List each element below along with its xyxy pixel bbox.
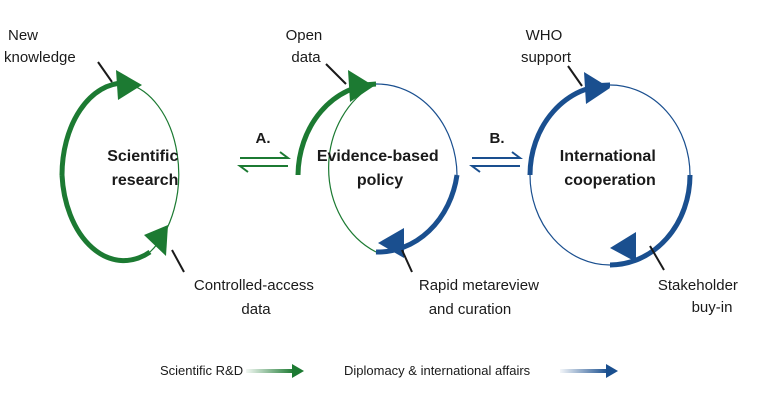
cycle-1-top-label: New knowledge bbox=[4, 27, 76, 66]
cycle-3-top-pointer bbox=[567, 65, 583, 87]
step-b-label: B. bbox=[490, 130, 505, 147]
cycle-2-left-arc bbox=[328, 83, 377, 253]
legend: Scientific R&D Diplomacy & international… bbox=[160, 363, 618, 378]
cycle-3-top-arrowhead bbox=[584, 72, 610, 104]
legend-blue-arrowhead bbox=[606, 364, 618, 378]
legend-item-scientific-rd: Scientific R&D bbox=[160, 363, 304, 378]
cycle-1-bottom-pointer bbox=[171, 249, 185, 273]
step-a-backward-arrow bbox=[237, 165, 288, 173]
cycle-1-bottom-arrowhead bbox=[144, 225, 168, 256]
legend-blue-label: Diplomacy & international affairs bbox=[344, 363, 531, 378]
cycle-1-top-arrowhead bbox=[116, 70, 142, 100]
cycle-1-top-pointer bbox=[97, 61, 113, 83]
cycle-2-bottom-arrowhead bbox=[378, 228, 404, 258]
step-b-backward-arrow bbox=[469, 165, 520, 173]
step-b-forward-arrow bbox=[472, 151, 523, 159]
cycle-3-bottom-arrowhead bbox=[610, 232, 636, 262]
cycle-2-bottom-pointer bbox=[401, 249, 413, 273]
cycle-3-bottom-arc bbox=[609, 174, 693, 268]
cycle-3-title: International cooperation bbox=[560, 148, 660, 189]
step-a-forward-arrow bbox=[240, 151, 291, 159]
step-b-equilibrium: B. bbox=[469, 130, 523, 173]
cycle-3-left-arc bbox=[529, 174, 611, 266]
cycle-3-right-arc bbox=[609, 84, 691, 176]
cycle-evidence-based-policy: Evidence-based policy Open data Rapid me… bbox=[286, 27, 543, 318]
cycle-2-top-label: Open data bbox=[286, 27, 327, 66]
cycle-2-top-pointer bbox=[325, 63, 347, 85]
cycle-scientific-research: Scientific research New knowledge Contro… bbox=[4, 27, 318, 318]
cycle-1-bottom-arc bbox=[59, 174, 152, 264]
legend-green-swatch bbox=[246, 369, 294, 373]
step-a-equilibrium: A. bbox=[237, 130, 291, 173]
cycle-3-bottom-label: Stakeholder buy-in bbox=[658, 277, 742, 316]
cycle-2-bottom-arc bbox=[375, 174, 460, 255]
cycle-1-title: Scientific research bbox=[107, 148, 183, 189]
cycle-1-bottom-label: Controlled-access data bbox=[194, 277, 318, 318]
cycle-3-top-label: WHO support bbox=[521, 27, 572, 66]
legend-blue-swatch bbox=[560, 369, 608, 373]
legend-green-arrowhead bbox=[292, 364, 304, 378]
legend-item-diplomacy: Diplomacy & international affairs bbox=[344, 363, 618, 378]
cycle-2-title: Evidence-based policy bbox=[317, 148, 443, 189]
cycle-1-top-arc bbox=[59, 80, 125, 176]
cycle-2-top-arrowhead bbox=[348, 70, 374, 102]
cycle-2-bottom-label: Rapid metareview and curation bbox=[419, 277, 543, 318]
cycle-2-right-arc bbox=[375, 83, 458, 176]
cycle-1-right-arc bbox=[123, 82, 180, 253]
cycle-3-bottom-pointer bbox=[649, 245, 665, 271]
cycle-international-cooperation: International cooperation WHO support St… bbox=[521, 27, 742, 316]
step-a-label: A. bbox=[256, 130, 271, 147]
legend-green-label: Scientific R&D bbox=[160, 363, 243, 378]
